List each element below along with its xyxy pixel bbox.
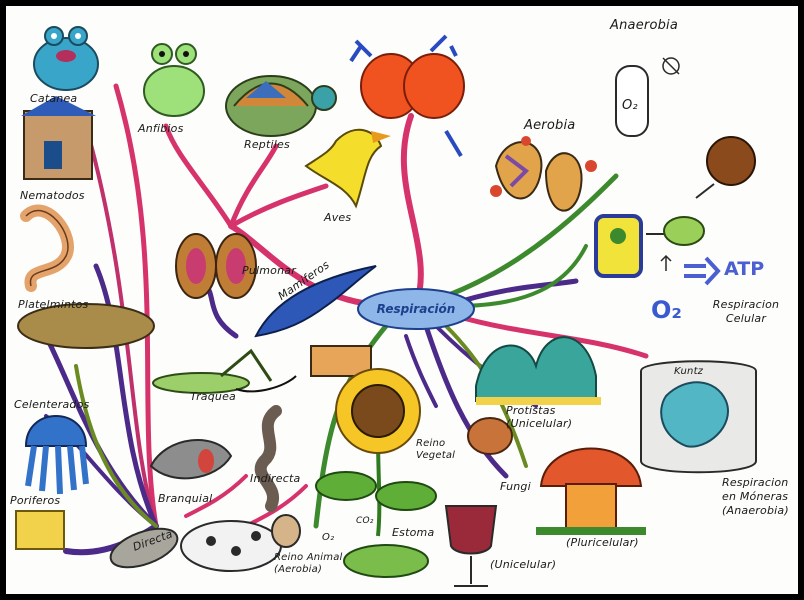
frog-anfibios-icon [144,44,204,116]
label-protistas: Protistas (Unicelular) [506,404,586,430]
cell-icon [596,216,666,276]
label-reptiles: Reptiles [244,138,290,151]
bird-icon [306,130,391,206]
label-o2-small: O₂ [322,532,334,543]
label-aves: Aves [324,211,351,224]
label-pulmonar: Pulmonar [242,264,296,277]
mitochondria-icon [490,136,597,211]
branch-pink [404,116,421,306]
concept-map: Respiración Catanea Anfibios Reptiles Av… [6,6,798,594]
label-traquea: Traquea [190,390,236,403]
stoma-icon [344,545,428,577]
label-poriferos: Poriferos [10,494,60,507]
house-icon [21,96,96,179]
oxygen-tank-icon [616,58,679,136]
sponge-icon [16,511,64,549]
frog-catanea-icon [34,27,98,90]
label-atp: ATP [724,258,764,280]
label-pluricelular: (Pluricelular) [566,536,639,549]
center-node-label: Respiración [361,289,471,329]
atp-arrow-icon [684,258,718,284]
protists-icon [476,337,601,401]
grasshopper-icon [153,351,296,393]
branch-pink [166,126,231,226]
label-co2: CO₂ [356,516,374,526]
label-branquial: Branquial [158,492,212,505]
fish-icon [151,440,231,478]
jar-moneras-icon [641,361,756,472]
turtle-icon [226,76,336,136]
label-anfibios: Anfibios [138,122,184,135]
label-celenterados: Celenterados [14,398,89,411]
wine-glass-icon [446,506,496,586]
food-particle-icon [707,137,755,185]
label-platelmintos: Platelmintos [18,298,88,311]
label-nematodos: Nematodos [20,189,85,202]
label-estoma: Estoma [392,526,434,539]
o2-up-arrow-icon [661,256,671,271]
mitochondrion-small-icon [664,217,704,245]
label-resp-celular: Respiracion Celular [706,298,786,326]
label-o2-tank: O₂ [622,98,638,113]
label-kuntz: Kuntz [674,366,703,377]
label-reino-animal: Reino Animal (Aerobia) [274,552,344,576]
label-fungi: Fungi [500,480,531,493]
mushroom-icon [536,449,646,532]
worm-icon [26,211,68,286]
label-indirecta: Indirecta [250,472,300,485]
label-catanea: Catanea [30,92,77,105]
label-resp-moneras: Respiracion en Móneras (Anaerobia) [722,476,798,518]
earthworm-icon [261,411,276,506]
label-o2-big: O₂ [651,296,682,324]
jellyfish-icon [26,416,86,494]
label-aerobia: Aerobia [524,118,575,133]
label-anaerobia: Anaerobia [610,18,678,33]
label-unicelular: (Unicelular) [490,558,556,571]
label-reino-vegetal: Reino Vegetal [416,438,466,462]
